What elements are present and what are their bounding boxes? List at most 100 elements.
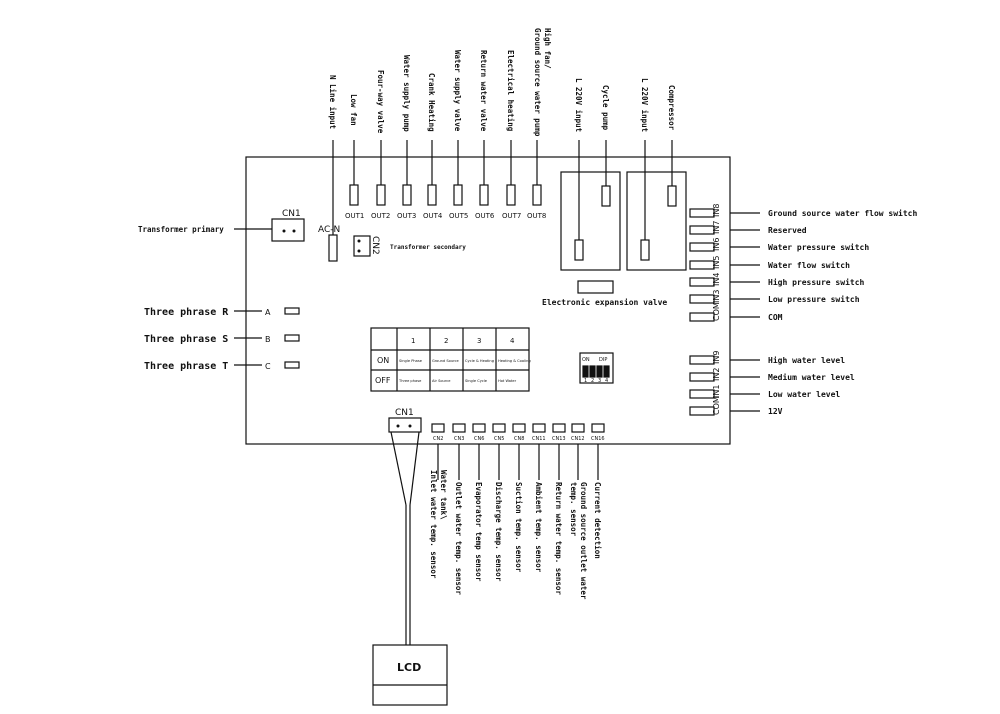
sensor-port-label: CN8 bbox=[514, 436, 524, 442]
phase-terminal: C bbox=[265, 362, 271, 371]
sensor-label: Current detection bbox=[593, 482, 602, 559]
out-port-label: OUT3 bbox=[397, 212, 416, 220]
out-port-label: OUT6 bbox=[475, 212, 495, 220]
input-desc: Low pressure switch bbox=[768, 294, 860, 304]
sensor-label: Ambient temp. sensor bbox=[534, 482, 543, 573]
cn1-connector bbox=[271, 218, 305, 242]
input-port-label: IN4 bbox=[712, 273, 721, 286]
sensor-port-label: CN6 bbox=[474, 436, 484, 442]
input-desc: Water pressure switch bbox=[768, 242, 869, 252]
board-outline bbox=[245, 156, 731, 445]
dip-cell: Single Cycle bbox=[465, 379, 488, 383]
dip-cell: Three phase bbox=[398, 379, 422, 383]
dip-header: 3 bbox=[477, 337, 481, 345]
top-load-label: Compressor bbox=[667, 85, 676, 131]
input-port-label: COM bbox=[712, 396, 721, 415]
out7-terminal bbox=[506, 184, 516, 206]
ac-n-label: AC-N bbox=[318, 225, 340, 235]
sensor-port-label: CN13 bbox=[552, 436, 566, 442]
out-port-label: OUT7 bbox=[502, 212, 521, 220]
relay-box-2 bbox=[626, 171, 687, 271]
top-load-label: Electrical heating bbox=[506, 50, 515, 132]
sensor-label: Outlet water temp. sensor bbox=[454, 482, 463, 595]
dip-num: 1 bbox=[584, 378, 587, 384]
dip-table bbox=[370, 327, 530, 392]
relay-box-1 bbox=[560, 171, 621, 271]
sensor-label: Inlet water temp. sensor bbox=[429, 470, 438, 579]
input-port-label: IN6 bbox=[712, 238, 721, 251]
out-port-label: OUT4 bbox=[423, 212, 443, 220]
phase-terminal: A bbox=[265, 308, 271, 317]
input-port-label: IN8 bbox=[712, 204, 721, 217]
out8-terminal bbox=[532, 184, 542, 206]
sensor-port-label: CN3 bbox=[454, 436, 464, 442]
dip-on-label: ON bbox=[582, 357, 590, 363]
out1-terminal bbox=[349, 184, 359, 206]
top-load-label: Four-way valve bbox=[376, 70, 385, 134]
dip-switch bbox=[579, 352, 614, 384]
input-port-label: IN3 bbox=[712, 290, 721, 303]
dip-header: 2 bbox=[444, 337, 448, 345]
sensor-label: Evaporator temp sensor bbox=[474, 482, 483, 582]
dip-dip-label: DIP bbox=[599, 357, 607, 363]
top-load-label: Low fan bbox=[349, 94, 358, 126]
dip-cell: Ground Source bbox=[432, 359, 459, 363]
dip-num: 4 bbox=[605, 378, 608, 384]
sensor-port-label: CN11 bbox=[532, 436, 546, 442]
input-desc: Low water level bbox=[768, 390, 840, 399]
eev-label: Electronic expansion valve bbox=[542, 297, 667, 307]
out-port-label: OUT1 bbox=[345, 212, 364, 220]
top-load-label: N Line input bbox=[328, 75, 337, 129]
input-desc: Medium water level bbox=[768, 372, 855, 382]
input-port-label: IN7 bbox=[712, 221, 721, 234]
sensor-label: Ground source outlet water bbox=[579, 482, 588, 600]
input-desc: Water flow switch bbox=[768, 260, 850, 270]
out2-terminal bbox=[376, 184, 386, 206]
sensor-port-label: CN5 bbox=[494, 436, 504, 442]
lcd-box bbox=[372, 644, 448, 706]
input-port-label: IN2 bbox=[712, 368, 721, 381]
lcd-label: LCD bbox=[397, 661, 421, 674]
dip-row-state: OFF bbox=[375, 376, 391, 385]
dip-header: 4 bbox=[510, 337, 515, 345]
input-desc: Ground source water flow switch bbox=[768, 208, 917, 218]
top-load-label: High fan/ bbox=[543, 28, 552, 69]
top-load-label: Water supply pump bbox=[402, 55, 411, 132]
out4-terminal bbox=[427, 184, 437, 206]
input-desc: High pressure switch bbox=[768, 277, 865, 287]
phase-label: Three phrase S bbox=[144, 334, 228, 345]
input-port-label: IN9 bbox=[712, 351, 721, 364]
out-port-label: OUT2 bbox=[371, 212, 390, 220]
top-load-label: L 220V input bbox=[640, 78, 649, 132]
input-desc: High water level bbox=[768, 355, 845, 365]
out-port-label: OUT8 bbox=[527, 212, 546, 220]
ac-n-terminal bbox=[328, 234, 338, 262]
input-desc: 12V bbox=[768, 407, 783, 416]
top-load-label: L 220V input bbox=[574, 78, 583, 132]
dip-header: 1 bbox=[411, 337, 415, 345]
sensor-label: Discharge temp. sensor bbox=[494, 482, 503, 582]
cn1-label: CN1 bbox=[282, 209, 301, 219]
sensor-label: temp. sensor bbox=[569, 482, 578, 537]
phase-label: Three phrase R bbox=[144, 307, 229, 318]
top-load-label: Return water valve bbox=[479, 50, 488, 132]
out6-terminal bbox=[479, 184, 489, 206]
dip-num: 3 bbox=[598, 378, 601, 384]
out5-terminal bbox=[453, 184, 463, 206]
top-load-label: Cycle pump bbox=[601, 85, 610, 131]
input-desc: COM bbox=[768, 313, 783, 322]
input-desc: Reserved bbox=[768, 226, 807, 235]
phase-label: Three phrase T bbox=[144, 361, 228, 372]
sensor-port-label: CN2 bbox=[433, 436, 443, 442]
sensor-port-label: CN12 bbox=[571, 436, 585, 442]
top-load-label: Crank Heating bbox=[427, 73, 436, 132]
cn2-label: CN2 bbox=[370, 236, 380, 255]
out3-terminal bbox=[402, 184, 412, 206]
dip-cell: Hot Water bbox=[498, 379, 517, 383]
dip-row-state: ON bbox=[377, 356, 389, 365]
transformer-secondary-label: Transformer secondary bbox=[390, 244, 466, 251]
input-port-label: IN1 bbox=[712, 385, 721, 398]
sensor-label: Suction temp. sensor bbox=[514, 482, 523, 573]
